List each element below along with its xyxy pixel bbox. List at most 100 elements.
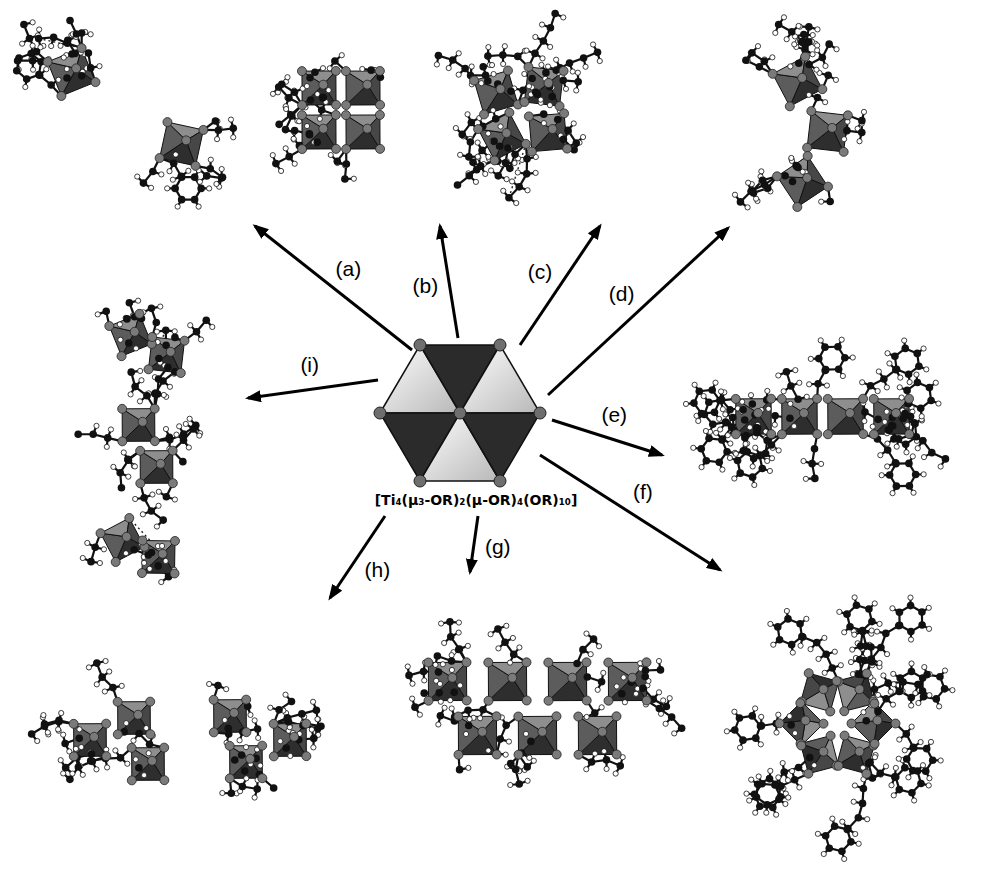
hydrogen-atom <box>765 458 770 463</box>
carbon-atom <box>26 35 34 43</box>
hydrogen-atom <box>910 454 915 459</box>
molecule-structure <box>13 17 237 210</box>
carbon-atom <box>749 473 757 481</box>
hydrogen-atom <box>790 650 795 655</box>
hydrogen-atom <box>207 186 212 191</box>
carbon-atom <box>219 174 227 182</box>
oxygen-atom <box>298 145 307 154</box>
carbon-atom <box>917 405 925 413</box>
hydrogen-atom <box>861 109 866 114</box>
carbon-atom <box>941 685 949 693</box>
carbon-atom <box>915 362 923 370</box>
hydrogen-atom <box>774 812 779 817</box>
oxygen-atom <box>376 144 385 153</box>
hydrogen-atom <box>703 428 708 433</box>
hydrogen-atom <box>890 491 895 496</box>
oxygen-atom <box>843 111 852 120</box>
molecule-structure <box>732 15 866 212</box>
carbon-atom <box>781 172 789 180</box>
carbon-atom <box>507 87 515 95</box>
hydrogen-atom <box>453 125 458 130</box>
oxygen-atom <box>891 719 900 728</box>
hydrogen-atom <box>214 137 219 142</box>
carbon-atom <box>865 760 873 768</box>
oxygen-atom <box>363 80 372 89</box>
carbon-atom <box>907 628 915 636</box>
oxygen-atom <box>342 101 351 110</box>
carbon-atom <box>305 130 313 138</box>
oxygen-atom <box>77 44 86 53</box>
carbon-atom <box>572 139 580 147</box>
hydrogen-atom <box>907 380 912 385</box>
hydrogen-atom <box>803 476 808 481</box>
hydrogen-atom <box>488 168 493 173</box>
hydrogen-atom <box>737 745 742 750</box>
oxygen-atom <box>801 52 810 61</box>
hydrogen-atom <box>856 841 861 846</box>
carbon-atom <box>532 88 540 96</box>
hydrogen-atom <box>725 433 730 438</box>
hydrogen-atom <box>891 671 896 676</box>
carbon-atom <box>13 67 21 75</box>
oxygen-atom <box>855 747 864 756</box>
hydrogen-atom <box>938 758 943 763</box>
oxygen-atom <box>191 161 200 170</box>
oxygen-atom <box>768 69 777 78</box>
oxygen-atom <box>297 67 306 76</box>
hydrogen-atom <box>759 169 764 174</box>
carbon-atom <box>490 138 498 146</box>
hydrogen-atom <box>899 395 904 400</box>
hydrogen-atom <box>804 616 809 621</box>
carbon-atom <box>889 422 897 430</box>
carbon-atom <box>574 78 582 86</box>
hydrogen-atom <box>473 179 478 184</box>
carbon-atom <box>843 610 851 618</box>
carbon-atom <box>519 87 527 95</box>
oxygen-atom <box>796 699 805 708</box>
hydrogen-atom <box>810 32 815 37</box>
oxygen-atom <box>332 100 341 109</box>
hydrogen-atom <box>456 72 461 77</box>
carbon-atom <box>821 343 829 351</box>
carbon-atom <box>918 608 926 616</box>
carbon-atom <box>787 721 795 729</box>
carbon-atom <box>319 94 327 102</box>
carbon-atom <box>695 387 703 395</box>
hydrogen-atom <box>326 88 331 93</box>
hydrogen-atom <box>815 831 820 836</box>
carbon-atom <box>178 196 186 204</box>
carbon-atom <box>78 72 86 80</box>
hydrogen-atom <box>475 154 480 159</box>
hydrogen-atom <box>758 742 763 747</box>
hydrogen-atom <box>783 801 788 806</box>
hydrogen-atom <box>196 204 201 209</box>
hydrogen-atom <box>832 649 837 654</box>
oxygen-atom <box>341 67 350 76</box>
oxygen-atom <box>862 769 871 778</box>
oxygen-atom <box>823 394 832 403</box>
carbon-atom <box>306 74 314 82</box>
oxygen-atom <box>731 394 740 403</box>
hydrogen-atom <box>285 75 290 80</box>
oxygen-atom <box>803 152 812 161</box>
hydrogen-atom <box>840 373 845 378</box>
carbon-atom <box>285 153 293 161</box>
hydrogen-atom <box>58 43 63 48</box>
carbon-atom <box>902 441 910 449</box>
carbon-atom <box>743 448 751 456</box>
molecule-structure <box>270 53 384 183</box>
hydrogen-atom <box>879 473 884 478</box>
carbon-atom <box>559 77 567 85</box>
hydrogen-atom <box>906 775 911 780</box>
hydrogen-atom <box>891 682 896 687</box>
oxygen-atom <box>813 430 822 439</box>
hydrogen-atom <box>483 171 488 176</box>
hydrogen-atom <box>810 52 815 57</box>
hydrogen-atom <box>927 693 932 698</box>
hydrogen-atom <box>37 27 42 32</box>
carbon-atom <box>218 174 226 182</box>
carbon-atom <box>825 40 833 48</box>
carbon-atom <box>868 618 876 626</box>
carbon-atom <box>468 119 476 127</box>
hydrogen-atom <box>270 153 275 158</box>
